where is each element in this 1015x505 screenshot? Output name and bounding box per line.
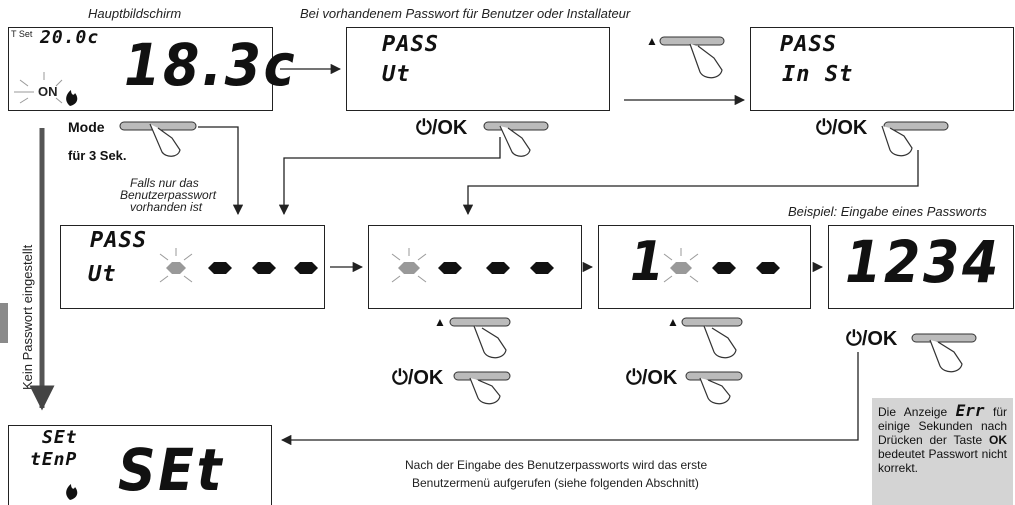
ok-label-2: ⏻/OK (816, 117, 868, 139)
hand-press-icon-ok4 (699, 377, 731, 405)
caption-example: Beispiel: Eingabe eines Passworts (788, 204, 987, 219)
tset-value: 20.0c (40, 27, 100, 48)
hand-press-icon-up3 (703, 325, 737, 359)
pass-user-code: Ut (382, 62, 411, 87)
error-note: Die Anzeige Err für einige Sekunden nach… (872, 398, 1013, 505)
set-top-1: SEt (42, 427, 78, 448)
set-top-2: tEnP (30, 449, 78, 470)
caption-after-entry-2: Benutzermenü aufgerufen (siehe folgenden… (412, 476, 699, 490)
hand-press-icon-ok3 (469, 377, 501, 405)
on-blink-rays (14, 72, 63, 104)
caption-only-user-1: Falls nur das (130, 176, 199, 190)
hand-press-icon-ok5 (929, 339, 963, 373)
ok-button-1 (483, 121, 549, 131)
arrow-ok-to-set (280, 352, 859, 446)
entry-display-1 (60, 225, 325, 309)
up-button-1 (659, 36, 725, 46)
entry1-dashes (166, 262, 318, 274)
arrow-mode-to-entry (198, 126, 244, 216)
caption-main-screen: Hauptbildschirm (88, 6, 182, 21)
up-button-3 (681, 317, 743, 327)
err-glyph: Err (955, 401, 985, 420)
flame-icon-set (66, 484, 78, 500)
set-display (8, 425, 272, 505)
pass-label-user: PASS (382, 32, 439, 57)
ok-label-4: ⏻/OK (626, 367, 678, 389)
ok-label-3: ⏻/OK (392, 367, 444, 389)
entry1-blink-rays (159, 248, 193, 283)
hand-press-icon-up2 (473, 325, 507, 359)
arrow-ok1-to-entry (278, 137, 501, 216)
caption-only-user-3: vorhanden ist (130, 200, 203, 214)
caption-only-user-2: Benutzerpasswort (120, 188, 217, 202)
entry4-example-value: 1234 (845, 228, 1002, 296)
note-text-end: bedeutet Passwort nicht korrekt. (878, 447, 1007, 475)
note-text-post: für einige Sekunden nach Drücken der Tas… (878, 405, 1007, 447)
note-text-pre: Die Anzeige (878, 405, 948, 419)
main-display (8, 27, 273, 111)
up-label-1: ▲ (646, 34, 658, 48)
mode-label: Mode (68, 119, 105, 135)
ok-button-4 (685, 371, 743, 381)
pass-user-display (346, 27, 610, 111)
page-edge-tab (0, 303, 8, 343)
ok-label-1: ⏻/OK (416, 117, 468, 139)
ok-button-5 (911, 333, 977, 343)
hand-press-icon-mode (149, 123, 181, 157)
entry1-pass-label: PASS (90, 228, 147, 253)
entry3-blink-rays (663, 248, 699, 283)
caption-password-present: Bei vorhandenem Passwort für Benutzer od… (300, 6, 631, 21)
pass-label-installer: PASS (780, 32, 837, 57)
entry3-dashes (670, 262, 780, 274)
pass-installer-display (750, 27, 1014, 111)
hold-label: für 3 Sek. (68, 148, 127, 163)
entry3-digit-1: 1 (630, 230, 667, 293)
caption-after-entry-1: Nach der Eingabe des Benutzerpassworts w… (405, 458, 708, 472)
ok-button-2 (883, 121, 949, 131)
tset-label: T Set (11, 29, 33, 39)
flame-icon (66, 90, 78, 106)
entry-display-4 (828, 225, 1014, 309)
ok-button-3 (453, 371, 511, 381)
entry2-dashes (398, 262, 554, 274)
hand-press-icon-up1 (689, 43, 723, 79)
ok-label-5: ⏻/OK (846, 328, 898, 350)
set-big: SEt (118, 436, 225, 504)
entry2-blink-rays (391, 248, 427, 283)
temp-value: 18.3c (124, 31, 298, 99)
arrow-ok2-to-entry (462, 150, 919, 216)
entry1-user-code: Ut (88, 262, 117, 287)
up-label-3: ▲ (667, 315, 679, 329)
hand-press-icon-ok1 (499, 125, 531, 157)
up-button-2 (449, 317, 511, 327)
hand-press-icon-ok2 (881, 125, 913, 157)
on-indicator: ON (38, 84, 58, 99)
pass-installer-code: In St (782, 62, 854, 87)
up-label-2: ▲ (434, 315, 446, 329)
note-ok-key: OK (989, 433, 1007, 447)
